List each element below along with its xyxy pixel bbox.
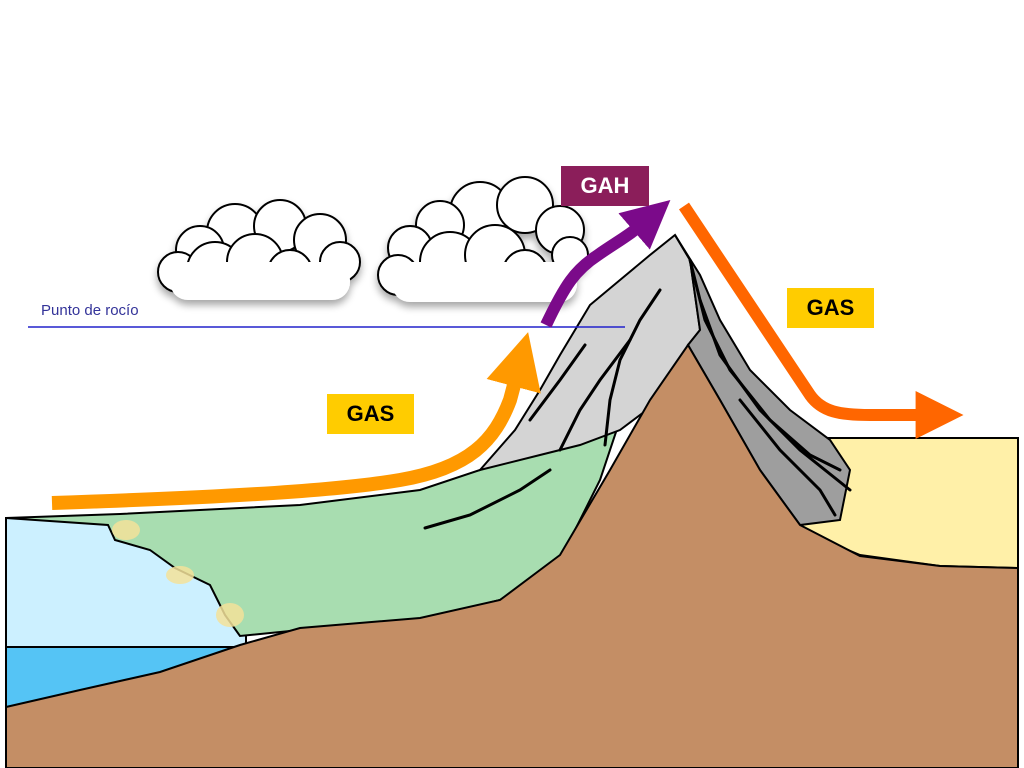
dew-point-label: Punto de rocío bbox=[41, 302, 139, 319]
earth-cross-section bbox=[5, 343, 1019, 768]
cloud-right bbox=[377, 176, 589, 302]
windward-airflow-arrow bbox=[51, 332, 541, 510]
gah-label: GAH bbox=[580, 173, 630, 198]
gas-windward-label: GAS bbox=[346, 401, 395, 426]
gas-leeward-label-box: GAS bbox=[787, 288, 874, 328]
coast-sand bbox=[216, 603, 244, 627]
moist-airflow-arrow bbox=[540, 199, 671, 328]
coast-sand bbox=[166, 566, 194, 584]
gas-windward-label-box: GAS bbox=[327, 394, 414, 434]
cloud-left bbox=[157, 199, 361, 300]
leeward-airflow-arrow bbox=[679, 202, 964, 439]
gas-leeward-label: GAS bbox=[806, 295, 855, 320]
rock-cracks bbox=[423, 258, 852, 530]
coast-sand bbox=[112, 520, 140, 540]
gah-label-box: GAH bbox=[561, 166, 649, 206]
